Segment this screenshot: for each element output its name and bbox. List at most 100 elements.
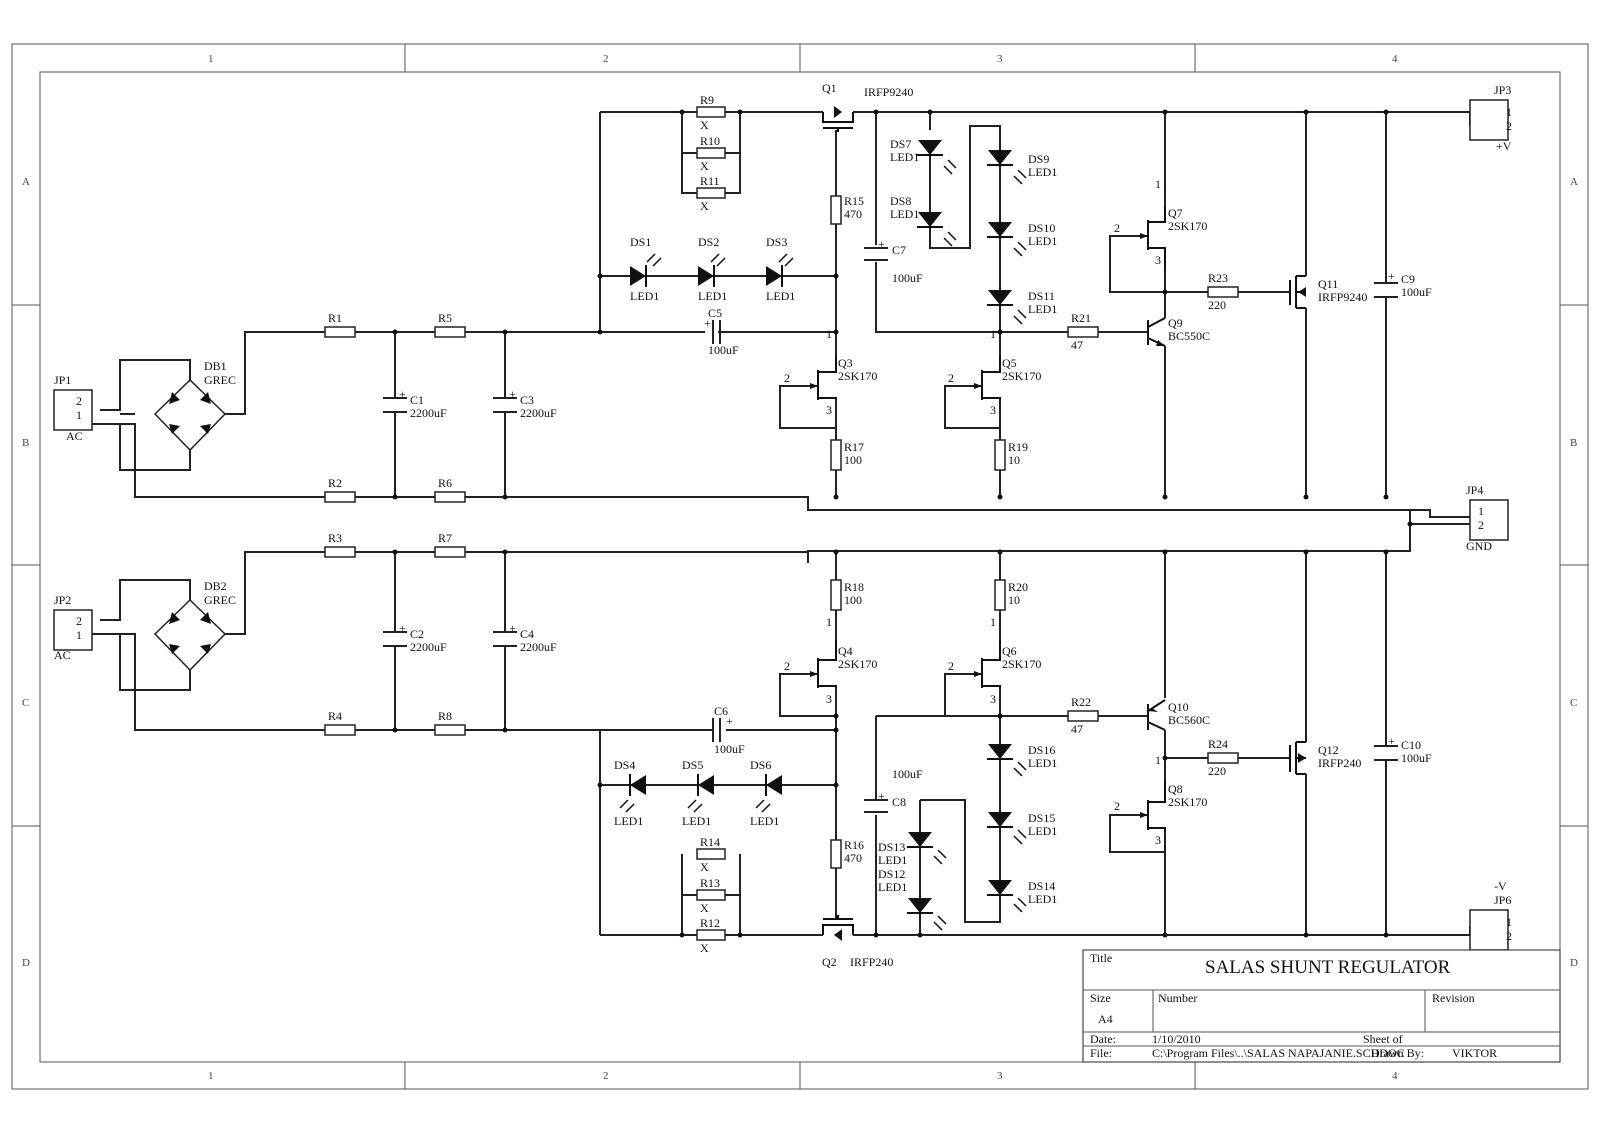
title-block: Title SALAS SHUNT REGULATOR Size A4 Numb… xyxy=(1082,949,1561,1063)
jp2-ref: JP2 xyxy=(54,593,71,607)
r9-value: X xyxy=(700,118,709,132)
zone-col-1-bottom: 1 xyxy=(208,1070,214,1082)
jp1-box[interactable] xyxy=(53,389,93,431)
r5-ref: R5 xyxy=(438,311,452,325)
c5-value: 100uF xyxy=(708,343,739,357)
schematic-title: SALAS SHUNT REGULATOR xyxy=(1205,957,1451,978)
q12-ref: Q12 xyxy=(1318,743,1339,757)
ds12-ref: DS12 xyxy=(878,867,905,881)
r2-ref: R2 xyxy=(328,476,342,490)
title-label: Title xyxy=(1090,951,1112,965)
r6-ref: R6 xyxy=(438,476,452,490)
q6-pin1: 1 xyxy=(990,615,996,629)
ds2-ref: DS2 xyxy=(698,235,719,249)
jp6-box[interactable] xyxy=(1469,909,1509,951)
ds13-ref: DS13 xyxy=(878,840,905,854)
c7-value: 100uF xyxy=(892,271,923,285)
q3-ref: Q3 xyxy=(838,356,853,370)
ds5-ref: DS5 xyxy=(682,758,703,772)
c6-value: 100uF xyxy=(714,742,745,756)
jp1-ref: JP1 xyxy=(54,373,71,387)
db1-value: GREC xyxy=(204,373,236,387)
r24-value: 220 xyxy=(1208,764,1226,778)
svg-text:+: + xyxy=(399,621,406,635)
q10-value: BC560C xyxy=(1168,713,1210,727)
q7-pin3: 3 xyxy=(1155,253,1161,267)
jp3-box[interactable] xyxy=(1469,99,1509,141)
size-label: Size xyxy=(1090,991,1111,1005)
ds14-ref: DS14 xyxy=(1028,879,1055,893)
c3-ref: C3 xyxy=(520,393,534,407)
r21-ref: R21 xyxy=(1071,311,1091,325)
ds8-value: LED1 xyxy=(890,207,919,221)
size-value: A4 xyxy=(1098,1012,1113,1026)
c1-value: 2200uF xyxy=(410,406,447,420)
q4-ref: Q4 xyxy=(838,644,853,658)
svg-text:+: + xyxy=(726,714,733,728)
ds11-ref: DS11 xyxy=(1028,289,1055,303)
zone-row-b-left: B xyxy=(22,437,29,449)
zone-row-c-right: C xyxy=(1570,697,1577,709)
c9-value: 100uF xyxy=(1401,285,1432,299)
ds15-ref: DS15 xyxy=(1028,811,1055,825)
file-label: File: xyxy=(1090,1046,1112,1060)
svg-text:+: + xyxy=(704,316,711,330)
zone-row-a-right: A xyxy=(1570,176,1578,188)
ds16-ref: DS16 xyxy=(1028,743,1055,757)
ds2-value: LED1 xyxy=(698,289,727,303)
q9-ref: Q9 xyxy=(1168,316,1183,330)
file-value: C:\Program Files\..\SALAS NAPAJANIE.SCHD… xyxy=(1152,1046,1405,1060)
q6-ref: Q6 xyxy=(1002,644,1017,658)
r22-value: 47 xyxy=(1071,722,1083,736)
jp4-box[interactable] xyxy=(1469,499,1509,541)
drawn-by-value: VIKTOR xyxy=(1452,1046,1497,1060)
jp2-box[interactable] xyxy=(53,609,93,651)
zone-col-2-bottom: 2 xyxy=(603,1070,609,1082)
svg-text:+: + xyxy=(509,387,516,401)
number-label: Number xyxy=(1158,991,1197,1005)
c10-value: 100uF xyxy=(1401,751,1432,765)
labels: JP1 2 1 AC JP2 2 1 AC JP3 1 2 +V JP4 1 2… xyxy=(54,81,1512,969)
q11-ref: Q11 xyxy=(1318,277,1338,291)
svg-text:+: + xyxy=(399,387,406,401)
ds3-ref: DS3 xyxy=(766,235,787,249)
q8-pin3: 3 xyxy=(1155,833,1161,847)
q3-pin2: 2 xyxy=(784,371,790,385)
jp2-label: AC xyxy=(54,648,71,662)
r15-ref: R15 xyxy=(844,194,864,208)
r18-value: 100 xyxy=(844,593,862,607)
jp6-pin-b: 2 xyxy=(1506,929,1512,943)
drawn-by-label: Drawn By: xyxy=(1371,1046,1424,1060)
ds14-value: LED1 xyxy=(1028,892,1057,906)
zone-row-d-left: D xyxy=(22,957,30,969)
q8-ref: Q8 xyxy=(1168,782,1183,796)
date-value: 1/10/2010 xyxy=(1152,1032,1201,1046)
c2-ref: C2 xyxy=(410,627,424,641)
q9-value: BC550C xyxy=(1168,329,1210,343)
jp4-ref: JP4 xyxy=(1466,483,1483,497)
db2-bridge-symbol xyxy=(153,598,227,672)
q3-pin3: 3 xyxy=(826,403,832,417)
q2-value: IRFP240 xyxy=(850,955,893,969)
svg-text:+: + xyxy=(1388,734,1395,748)
ds8-ref: DS8 xyxy=(890,194,911,208)
ds9-value: LED1 xyxy=(1028,165,1057,179)
ds16-value: LED1 xyxy=(1028,756,1057,770)
jp6-pin-a: 1 xyxy=(1506,915,1512,929)
jp4-pin-b: 2 xyxy=(1478,518,1484,532)
jp6-ref: JP6 xyxy=(1494,893,1511,907)
q5-pin1: 1 xyxy=(990,327,996,341)
jp4-pin-a: 1 xyxy=(1478,504,1484,518)
q8-pin2: 2 xyxy=(1114,799,1120,813)
jp3-pin-b: 2 xyxy=(1506,119,1512,133)
svg-text:+: + xyxy=(1388,269,1395,283)
r9-ref: R9 xyxy=(700,93,714,107)
q3-value: 2SK170 xyxy=(838,369,877,383)
zone-col-3-bottom: 3 xyxy=(997,1070,1003,1082)
jp3-label: +V xyxy=(1496,139,1512,153)
c6-ref: C6 xyxy=(714,704,728,718)
svg-text:+: + xyxy=(878,789,885,803)
r20-ref: R20 xyxy=(1008,580,1028,594)
r11-value: X xyxy=(700,199,709,213)
